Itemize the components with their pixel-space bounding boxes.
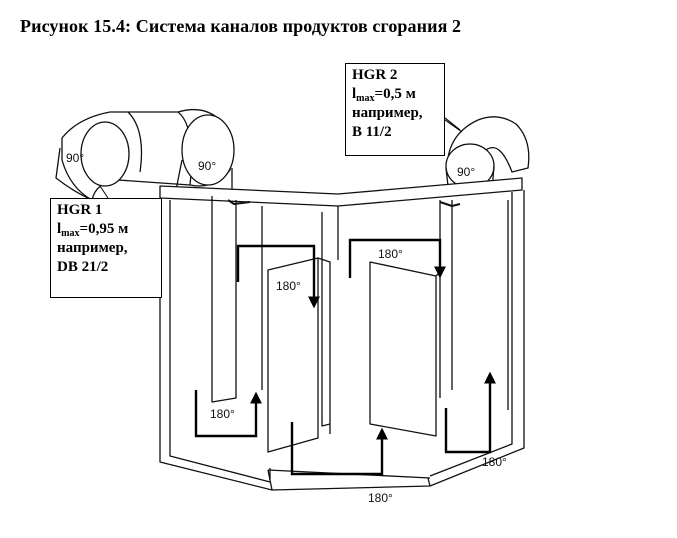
angle-label-elbow-left-outer: 90° bbox=[66, 151, 84, 165]
flow-arrow-top-right bbox=[348, 238, 446, 279]
hgr2-callout: HGR 2 lmax=0,5 м например, B 11/2 bbox=[345, 63, 445, 156]
left-elbow-pipe bbox=[55, 108, 235, 201]
inner-panel-mid-right bbox=[321, 212, 331, 427]
right-elbow-pipe bbox=[444, 116, 530, 191]
inner-panel-left bbox=[211, 196, 263, 403]
hgr1-lmax: lmax=0,95 м bbox=[57, 221, 129, 239]
hgr2-example-value: B 11/2 bbox=[352, 124, 392, 140]
flow-arrow-bottom-middle bbox=[290, 422, 388, 476]
hgr1-name: HGR 1 bbox=[57, 202, 103, 218]
angle-label-elbow-left-inner: 90° bbox=[198, 159, 216, 173]
flow-arrow-bottom-right bbox=[444, 371, 496, 454]
leader-hgr2 bbox=[444, 119, 463, 133]
hgr1-example-value: DB 21/2 bbox=[57, 259, 109, 275]
flow-arrow-bottom-left bbox=[194, 390, 262, 438]
hgr2-example-label: например, bbox=[352, 105, 423, 121]
box-frame bbox=[159, 190, 525, 491]
hgr1-callout: HGR 1 lmax=0,95 м например, DB 21/2 bbox=[50, 198, 162, 298]
angle-label-turn-bottom-right: 180° bbox=[482, 455, 507, 469]
hgr2-lmax: lmax=0,5 м bbox=[352, 86, 416, 104]
angle-label-turn-top-right: 180° bbox=[378, 247, 403, 261]
angle-label-elbow-right: 90° bbox=[457, 165, 475, 179]
figure-title: Рисунок 15.4: Система каналов продуктов … bbox=[20, 16, 462, 36]
flow-arrow-top-left bbox=[236, 244, 320, 309]
angle-label-turn-top-left: 180° bbox=[276, 279, 301, 293]
angle-label-turn-bottom-middle: 180° bbox=[368, 491, 393, 505]
angle-label-turn-bottom-left: 180° bbox=[210, 407, 235, 421]
hgr2-name: HGR 2 bbox=[352, 67, 398, 83]
inner-panel-right bbox=[369, 261, 441, 437]
leader-hgr1 bbox=[99, 185, 109, 199]
hgr1-example-label: например, bbox=[57, 240, 128, 256]
